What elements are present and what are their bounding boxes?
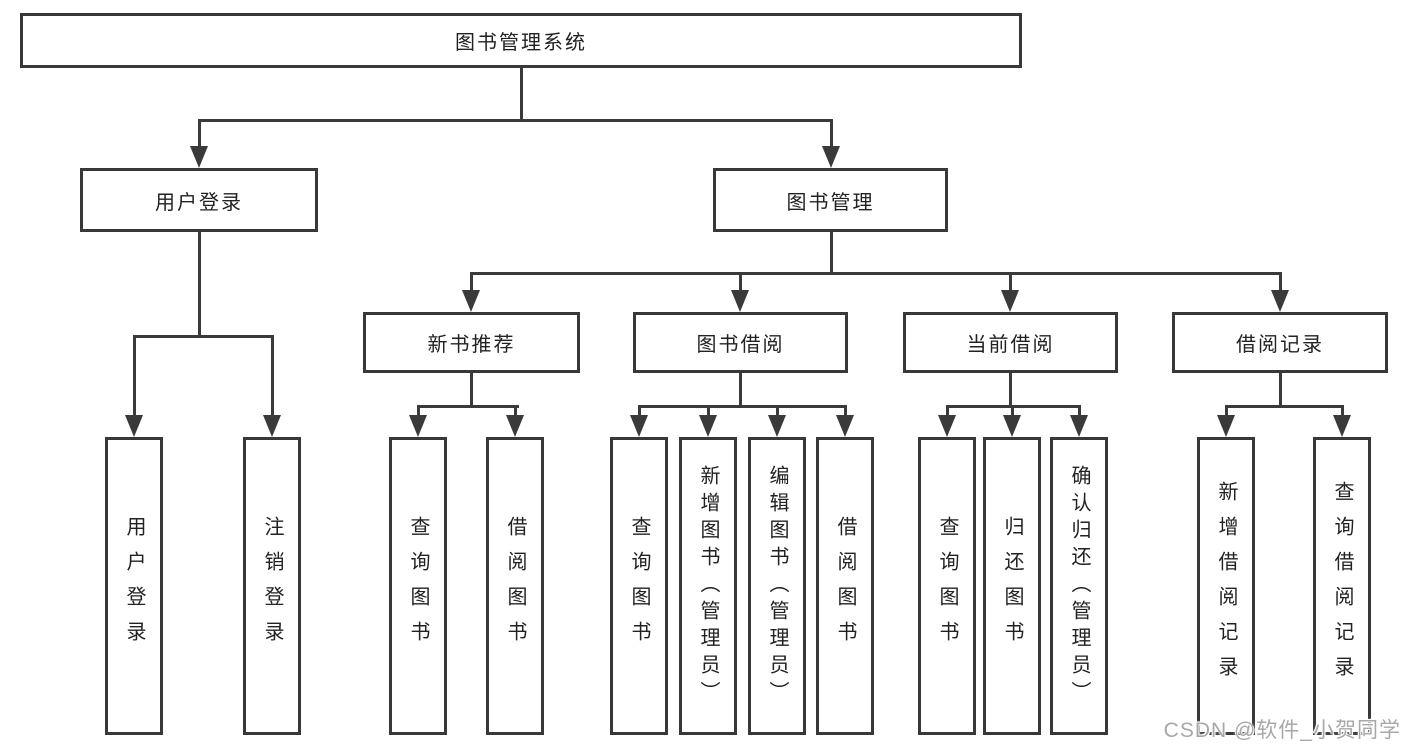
node-user-login: 用户登录 bbox=[80, 168, 318, 232]
leaf-query-books-current: 查询图书 bbox=[918, 437, 976, 735]
leaf-query-borrow-record-label: 查询借阅记录 bbox=[1331, 481, 1353, 691]
leaf-confirm-return-admin-label: 确认归还（管理员） bbox=[1068, 464, 1090, 708]
arrowhead-icon bbox=[409, 415, 427, 437]
connector-line bbox=[133, 335, 274, 338]
leaf-query-borrow-record: 查询借阅记录 bbox=[1313, 437, 1371, 735]
connector-line bbox=[133, 335, 136, 419]
node-book-borrow-label: 图书借阅 bbox=[696, 334, 785, 356]
connector-line bbox=[739, 272, 742, 292]
leaf-user-login-label: 用户登录 bbox=[123, 516, 145, 656]
leaf-logout-label: 注销登录 bbox=[261, 516, 283, 656]
connector-line bbox=[1279, 272, 1282, 292]
connector-line bbox=[417, 405, 519, 408]
connector-line bbox=[417, 405, 420, 419]
connector-line bbox=[1225, 405, 1228, 419]
leaf-query-books-rec-label: 查询图书 bbox=[407, 516, 429, 656]
leaf-edit-book-admin-label: 编辑图书（管理员） bbox=[766, 464, 788, 708]
arrowhead-icon bbox=[1217, 415, 1235, 437]
connector-line bbox=[739, 373, 742, 408]
node-user-login-label: 用户登录 bbox=[155, 191, 243, 214]
connector-line bbox=[638, 405, 641, 419]
node-current-borrow-label: 当前借阅 bbox=[966, 334, 1055, 356]
node-new-book-recommend-label: 新书推荐 bbox=[427, 334, 516, 356]
leaf-return-book: 归还图书 bbox=[983, 437, 1041, 735]
leaf-query-books-borrow: 查询图书 bbox=[610, 437, 668, 735]
connector-line bbox=[514, 405, 517, 419]
node-book-management-label: 图书管理 bbox=[786, 191, 875, 214]
connector-line bbox=[844, 405, 847, 419]
arrowhead-icon bbox=[506, 415, 524, 437]
connector-line bbox=[1341, 405, 1344, 419]
connector-line bbox=[638, 405, 847, 408]
connector-line bbox=[271, 335, 274, 419]
leaf-query-books-rec: 查询图书 bbox=[389, 437, 447, 735]
node-system-root: 图书管理系统 bbox=[20, 13, 1022, 68]
leaf-edit-book-admin: 编辑图书（管理员） bbox=[748, 437, 806, 735]
leaf-add-book-admin: 新增图书（管理员） bbox=[679, 437, 737, 735]
arrowhead-icon bbox=[263, 415, 281, 437]
node-current-borrow: 当前借阅 bbox=[903, 312, 1118, 373]
arrowhead-icon bbox=[1333, 415, 1351, 437]
csdn-watermark: CSDN @软件_小贺同学 bbox=[1163, 719, 1401, 742]
leaf-borrow-books-rec-label: 借阅图书 bbox=[504, 516, 526, 656]
arrowhead-icon bbox=[462, 290, 480, 312]
leaf-add-book-admin-label: 新增图书（管理员） bbox=[697, 464, 719, 708]
arrowhead-icon bbox=[938, 415, 956, 437]
leaf-confirm-return-admin: 确认归还（管理员） bbox=[1050, 437, 1108, 735]
connector-line bbox=[830, 119, 833, 151]
connector-line bbox=[470, 373, 473, 408]
arrowhead-icon bbox=[1003, 415, 1021, 437]
connector-line bbox=[198, 232, 201, 338]
node-book-borrow: 图书借阅 bbox=[633, 312, 848, 373]
connector-line bbox=[1279, 373, 1282, 408]
connector-line bbox=[707, 405, 710, 419]
connector-line bbox=[470, 272, 473, 292]
connector-line bbox=[946, 405, 949, 419]
connector-line bbox=[198, 119, 833, 122]
arrowhead-icon bbox=[768, 415, 786, 437]
arrowhead-icon bbox=[1271, 290, 1289, 312]
leaf-borrow-books-rec: 借阅图书 bbox=[486, 437, 544, 735]
leaf-query-books-current-label: 查询图书 bbox=[936, 516, 958, 656]
leaf-add-borrow-record-label: 新增借阅记录 bbox=[1215, 481, 1237, 691]
leaf-query-books-borrow-label: 查询图书 bbox=[628, 516, 650, 656]
connector-line bbox=[1225, 405, 1344, 408]
node-new-book-recommend: 新书推荐 bbox=[363, 312, 580, 373]
connector-line bbox=[470, 272, 1282, 275]
node-borrow-records: 借阅记录 bbox=[1172, 312, 1388, 373]
leaf-add-borrow-record: 新增借阅记录 bbox=[1197, 437, 1255, 735]
arrowhead-icon bbox=[1001, 290, 1019, 312]
arrowhead-icon bbox=[731, 290, 749, 312]
arrowhead-icon bbox=[125, 415, 143, 437]
leaf-return-book-label: 归还图书 bbox=[1001, 516, 1023, 656]
connector-line bbox=[198, 119, 201, 151]
leaf-borrow-books-label: 借阅图书 bbox=[834, 516, 856, 656]
connector-line bbox=[1009, 373, 1012, 408]
connector-line bbox=[830, 232, 833, 275]
connector-line bbox=[1011, 405, 1014, 419]
node-book-management: 图书管理 bbox=[713, 168, 948, 232]
leaf-borrow-books: 借阅图书 bbox=[816, 437, 874, 735]
connector-line bbox=[520, 66, 523, 120]
connector-line bbox=[776, 405, 779, 419]
arrowhead-icon bbox=[822, 146, 840, 168]
arrowhead-icon bbox=[699, 415, 717, 437]
arrowhead-icon bbox=[630, 415, 648, 437]
arrowhead-icon bbox=[190, 146, 208, 168]
connector-line bbox=[1078, 405, 1081, 419]
arrowhead-icon bbox=[1070, 415, 1088, 437]
leaf-user-login: 用户登录 bbox=[105, 437, 163, 735]
connector-line bbox=[1009, 272, 1012, 292]
arrowhead-icon bbox=[836, 415, 854, 437]
node-borrow-records-label: 借阅记录 bbox=[1236, 334, 1324, 356]
leaf-logout: 注销登录 bbox=[243, 437, 301, 735]
node-system-root-label: 图书管理系统 bbox=[455, 32, 587, 54]
